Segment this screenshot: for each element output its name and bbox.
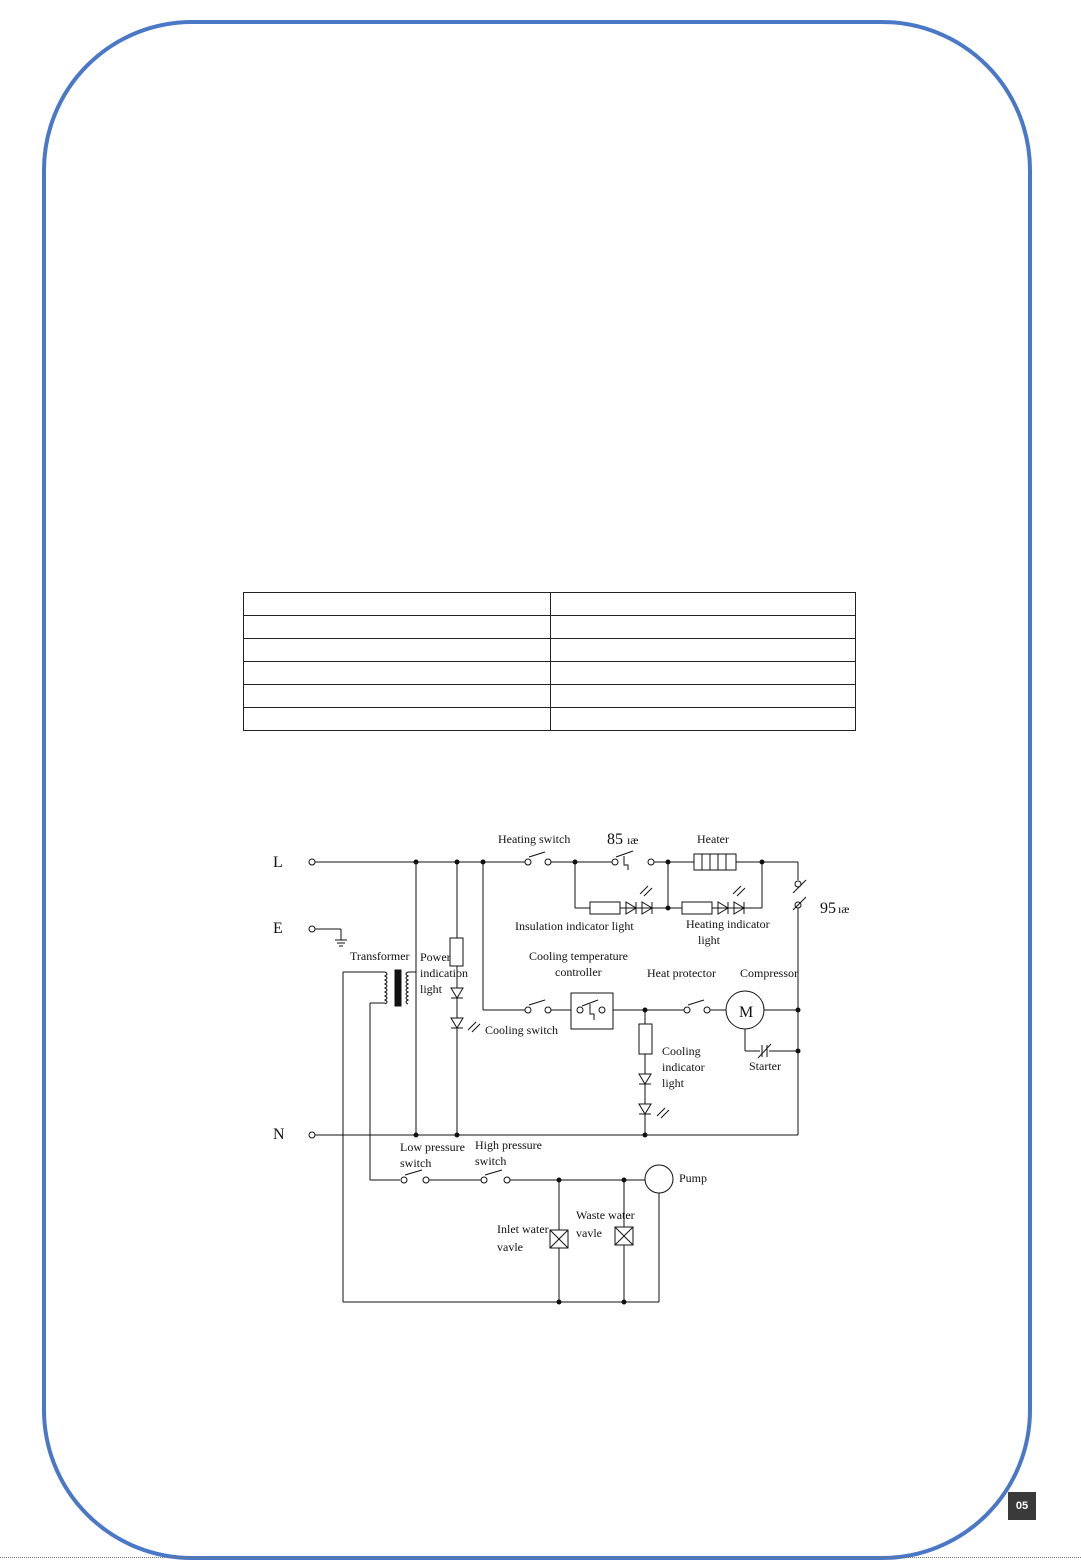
table-cell [243,661,551,685]
thermostat-95-label: 95 [820,900,836,917]
heating-indicator-label: Heating indicator [686,917,770,931]
heating-indicator-label-2: light [698,933,721,947]
power-indication-label-2: indication [420,966,468,980]
inlet-water-valve-label: Inlet water [497,1222,549,1236]
table-row [243,638,856,662]
line-e-label: E [273,920,283,937]
thermostat-85-suffix: ıæ [627,833,638,847]
compressor-label: Compressor [740,966,798,980]
cooling-switch-label: Cooling switch [485,1023,558,1037]
power-indication-label-3: light [420,982,443,996]
line-l-label: L [273,854,283,871]
power-indication-label: Power [420,950,451,964]
spec-table [243,592,856,731]
line-n-label: N [273,1126,285,1143]
heat-protector-label: Heat protector [647,966,716,980]
table-cell [243,707,551,731]
transformer-label: Transformer [350,949,410,963]
thermostat-95-suffix: ıæ [838,902,849,916]
table-cell [550,638,856,662]
cooling-temp-controller-label: Cooling temperature [529,949,628,963]
page-number: 05 [1008,1492,1036,1520]
footer-dotted-rule [0,1557,1081,1558]
waste-water-valve-label-2: vavle [576,1226,602,1240]
low-pressure-switch-label: Low pressure [400,1140,465,1154]
diagram-wires [308,850,807,1303]
table-cell [243,684,551,708]
cooling-temp-controller-label-2: controller [555,965,602,979]
low-pressure-switch-label-2: switch [400,1156,431,1170]
thermostat-85-label: 85 [607,831,623,848]
starter-label: Starter [749,1059,781,1073]
cooling-indicator-label-2: indicator [662,1060,705,1074]
insulation-indicator-label: Insulation indicator light [515,919,634,933]
cooling-indicator-label-3: light [662,1076,685,1090]
motor-label: M [739,1004,753,1021]
heater-label: Heater [697,832,729,846]
pump-label: Pump [679,1171,707,1185]
table-cell [550,707,856,731]
page-frame [42,20,1032,1560]
table-row [243,707,856,731]
junction-dots [413,859,801,1305]
table-cell [550,615,856,639]
inlet-water-valve-label-2: vavle [497,1240,523,1254]
heating-switch-label: Heating switch [498,832,570,846]
high-pressure-switch-label-2: switch [475,1154,506,1168]
table-cell [243,615,551,639]
table-row [243,615,856,639]
high-pressure-switch-label: High pressure [475,1138,542,1152]
waste-water-valve-label: Waste water [576,1208,635,1222]
cooling-indicator-label: Cooling [662,1044,701,1058]
